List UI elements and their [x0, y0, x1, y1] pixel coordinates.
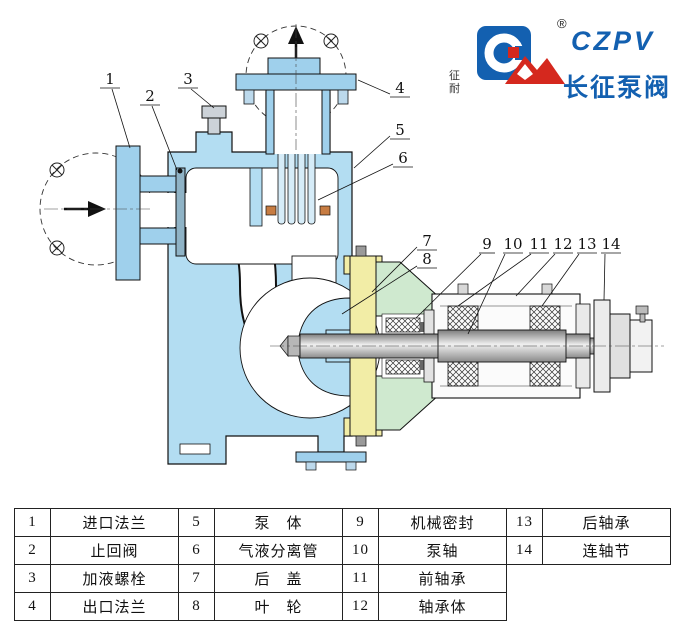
- callout-9: 9: [482, 235, 492, 253]
- callout-10: 10: [503, 235, 522, 253]
- callout-8: 8: [422, 250, 432, 268]
- table-cell-empty: [507, 565, 543, 593]
- callout-3: 3: [183, 70, 193, 88]
- part-number: 13: [506, 508, 543, 537]
- rear-bearing: [529, 305, 561, 387]
- part-number: 10: [342, 536, 379, 565]
- drain-flange: [295, 451, 367, 471]
- part-label: 加液螺栓: [50, 564, 179, 593]
- bolt-hole-icon: [253, 33, 269, 49]
- callout-1: 1: [105, 70, 115, 88]
- part-number: 5: [178, 508, 215, 537]
- check-valve: [175, 167, 186, 257]
- callout-2: 2: [145, 87, 155, 105]
- red-mountain-icon: [505, 56, 565, 84]
- brand-chinese-name: 长征泵阀: [563, 75, 672, 102]
- callout-7: 7: [422, 232, 432, 250]
- part-number: 2: [14, 536, 51, 565]
- centerlines: [44, 24, 664, 347]
- foot-bolt-slot: [179, 443, 211, 455]
- part-number: 14: [506, 536, 543, 565]
- seal-char-top: 征: [449, 70, 460, 82]
- table-cell-empty: [507, 593, 543, 621]
- seal-char-bottom: 耐: [449, 83, 460, 95]
- part-label: 叶 轮: [214, 592, 343, 621]
- callout-4: 4: [395, 79, 405, 97]
- filling-bolt: [201, 105, 227, 135]
- table-row: 4 出口法兰 8 叶 轮 12 轴承体: [14, 592, 671, 621]
- callout-underlines: [100, 87, 621, 269]
- callout-13: 13: [577, 235, 596, 253]
- callout-14: 14: [601, 235, 620, 253]
- table-row: 2 止回阀 6 气液分离管 10 泵轴 14 连轴节: [14, 536, 671, 565]
- callout-12: 12: [553, 235, 572, 253]
- part-label: 止回阀: [50, 536, 179, 565]
- part-number: 3: [14, 564, 51, 593]
- part-number: 9: [342, 508, 379, 537]
- table-cell-empty: [543, 565, 671, 593]
- part-number: 12: [342, 592, 379, 621]
- table-row: 3 加液螺栓 7 后 盖 11 前轴承: [14, 564, 671, 593]
- outlet-flange: [235, 57, 357, 155]
- gasket: [265, 205, 277, 216]
- parts-table: 1 进口法兰 5 泵 体 9 机械密封 13 后轴承 2 止回阀 6 气液分离管…: [14, 508, 671, 621]
- part-label: 机械密封: [378, 508, 507, 537]
- callout-numbers: 1 2 3 4 5 6 7 8 9 10 11 12 13 14: [105, 70, 620, 268]
- table-cell-empty: [543, 593, 671, 621]
- inlet-flange: [115, 145, 187, 281]
- bolt-hole-icon: [323, 33, 339, 49]
- part-label: 轴承体: [378, 592, 507, 621]
- part-label: 进口法兰: [50, 508, 179, 537]
- part-number: 8: [178, 592, 215, 621]
- cover-bolt: [355, 435, 367, 447]
- callout-5: 5: [395, 121, 405, 139]
- brand-czpv-text: CZPV: [571, 26, 656, 56]
- table-row: 1 进口法兰 5 泵 体 9 机械密封 13 后轴承: [14, 508, 671, 537]
- part-label: 前轴承: [378, 564, 507, 593]
- chamber-partition: [249, 167, 263, 227]
- registered-trademark-icon: ®: [557, 16, 567, 31]
- part-label: 泵 体: [214, 508, 343, 537]
- part-label: 后轴承: [542, 508, 671, 537]
- callout-leaders: [111, 79, 606, 335]
- bolt-hole-icon: [49, 240, 65, 256]
- coupling-bolt: [635, 305, 649, 315]
- callout-6: 6: [398, 149, 408, 167]
- pump-cross-section-drawing: 1 2 3 4 5 6 7 8 9 10 11 12 13 14: [39, 24, 664, 471]
- cover-bolt: [355, 245, 367, 257]
- part-label: 连轴节: [542, 536, 671, 565]
- part-label: 后 盖: [214, 564, 343, 593]
- part-label: 泵轴: [378, 536, 507, 565]
- oil-fitting: [541, 283, 553, 295]
- brand-seal-characters: 征 耐: [449, 70, 460, 96]
- part-number: 7: [178, 564, 215, 593]
- oil-fitting: [457, 283, 469, 295]
- callout-11: 11: [529, 235, 548, 253]
- part-number: 11: [342, 564, 379, 593]
- part-number: 4: [14, 592, 51, 621]
- part-label: 气液分离管: [214, 536, 343, 565]
- part-number: 6: [178, 536, 215, 565]
- brand-logo: 征 耐 ® CZPV 长征泵阀: [445, 10, 684, 106]
- part-number: 1: [14, 508, 51, 537]
- part-label: 出口法兰: [50, 592, 179, 621]
- gasket: [319, 205, 331, 216]
- bolt-hole-icon: [49, 162, 65, 178]
